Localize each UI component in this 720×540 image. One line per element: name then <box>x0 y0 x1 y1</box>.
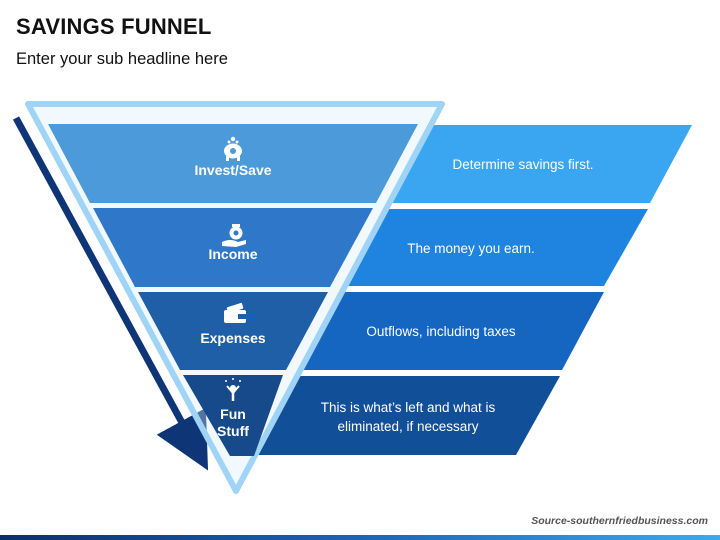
tier-band-2 <box>345 209 648 286</box>
tier-label-invest-save: Invest/Save <box>194 162 272 178</box>
tier-segment-3 <box>138 292 328 370</box>
tier-segment-1 <box>48 124 418 203</box>
tier-segment-4 <box>183 375 283 456</box>
tier-label-expenses: Expenses <box>200 330 266 346</box>
tier-description-expenses: Outflows, including taxes <box>366 324 516 339</box>
tier-description-fun-stuff: This is what’s left and what is eliminat… <box>320 400 496 434</box>
tier-label-fun-stuff: Fun Stuff <box>217 406 249 439</box>
funnel-direction-arrow <box>12 116 209 471</box>
celebrating-person-icon <box>225 378 241 401</box>
tier-description-invest-save: Determine savings first. <box>452 157 594 172</box>
page-subtitle: Enter your sub headline here <box>16 50 228 68</box>
tier-description-income: The money you earn. <box>407 241 535 256</box>
tier-label-income: Income <box>208 246 258 262</box>
page-title: SAVINGS FUNNEL <box>16 14 212 39</box>
money-bag-hand-icon <box>222 224 246 247</box>
tier-segment-2 <box>93 208 373 287</box>
tier-band-1 <box>388 125 692 203</box>
source-credit: Source-southernfriedbusiness.com <box>531 515 708 527</box>
wallet-icon <box>224 302 246 323</box>
tier-band-3 <box>300 292 604 370</box>
bottom-accent-bar <box>0 535 720 540</box>
tier-band-4 <box>258 376 560 455</box>
piggy-bank-icon <box>224 136 242 161</box>
